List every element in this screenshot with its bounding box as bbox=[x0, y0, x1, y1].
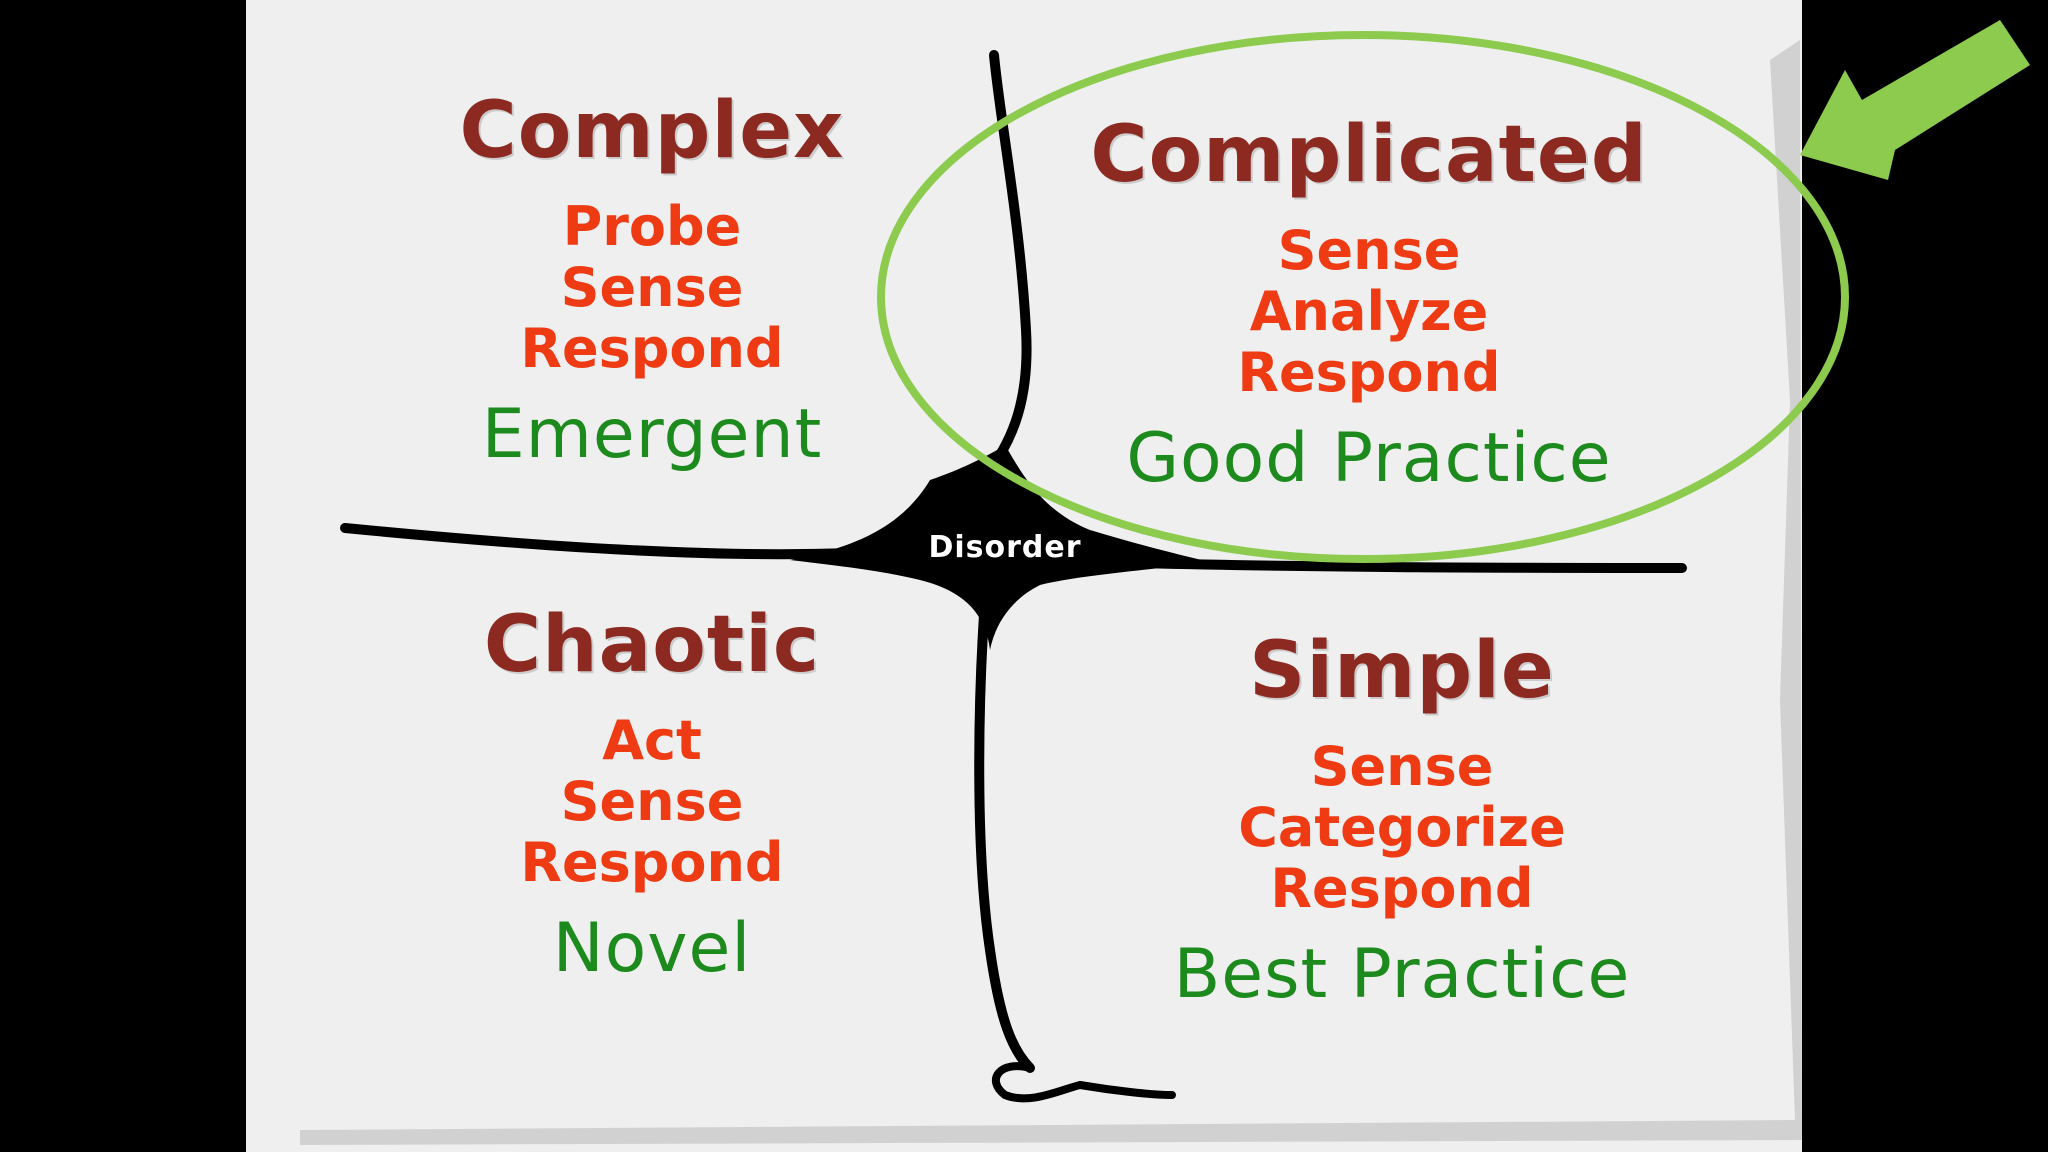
quadrant-complex: Complex Probe Sense Respond Emergent bbox=[272, 92, 1032, 469]
step-text: Analyze bbox=[1249, 280, 1489, 343]
practice-label: Novel bbox=[552, 909, 752, 988]
quadrant-title: Complicated bbox=[1090, 110, 1648, 200]
step-text: Sense bbox=[1277, 219, 1461, 282]
green-arrow bbox=[1800, 20, 2030, 180]
step-text: Act bbox=[602, 709, 702, 772]
disorder-label: Disorder bbox=[928, 530, 1082, 565]
quadrant-simple: Simple Sense Categorize Respond Best Pra… bbox=[1022, 632, 1782, 1009]
disorder-blob bbox=[790, 445, 1210, 650]
quadrant-title: Complex bbox=[459, 86, 845, 176]
quadrant-title: Chaotic bbox=[483, 600, 821, 690]
quadrant-title: Simple bbox=[1249, 626, 1555, 716]
quadrant-chaotic: Chaotic Act Sense Respond Novel bbox=[272, 606, 1032, 983]
practice-label: Best Practice bbox=[1173, 935, 1631, 1014]
practice-label: Emergent bbox=[481, 395, 823, 474]
highlight-ellipse bbox=[877, 31, 1849, 563]
step-text: Probe bbox=[562, 195, 742, 258]
step-text: Sense bbox=[560, 770, 744, 833]
quadrant-steps: Act Sense Respond bbox=[272, 710, 1032, 893]
bottom-curl bbox=[991, 1062, 1176, 1103]
quadrant-steps: Sense Categorize Respond bbox=[1022, 736, 1782, 919]
practice-label: Good Practice bbox=[1126, 419, 1612, 498]
step-text: Respond bbox=[520, 831, 784, 894]
step-text: Sense bbox=[560, 256, 744, 319]
quadrant-complicated: Complicated Sense Analyze Respond Good P… bbox=[989, 116, 1749, 493]
step-text: Respond bbox=[1237, 341, 1501, 404]
step-text: Sense bbox=[1310, 735, 1494, 798]
quadrant-steps: Sense Analyze Respond bbox=[989, 220, 1749, 403]
quadrant-steps: Probe Sense Respond bbox=[272, 196, 1032, 379]
step-text: Categorize bbox=[1238, 796, 1566, 859]
step-text: Respond bbox=[1270, 857, 1534, 920]
step-text: Respond bbox=[520, 317, 784, 380]
